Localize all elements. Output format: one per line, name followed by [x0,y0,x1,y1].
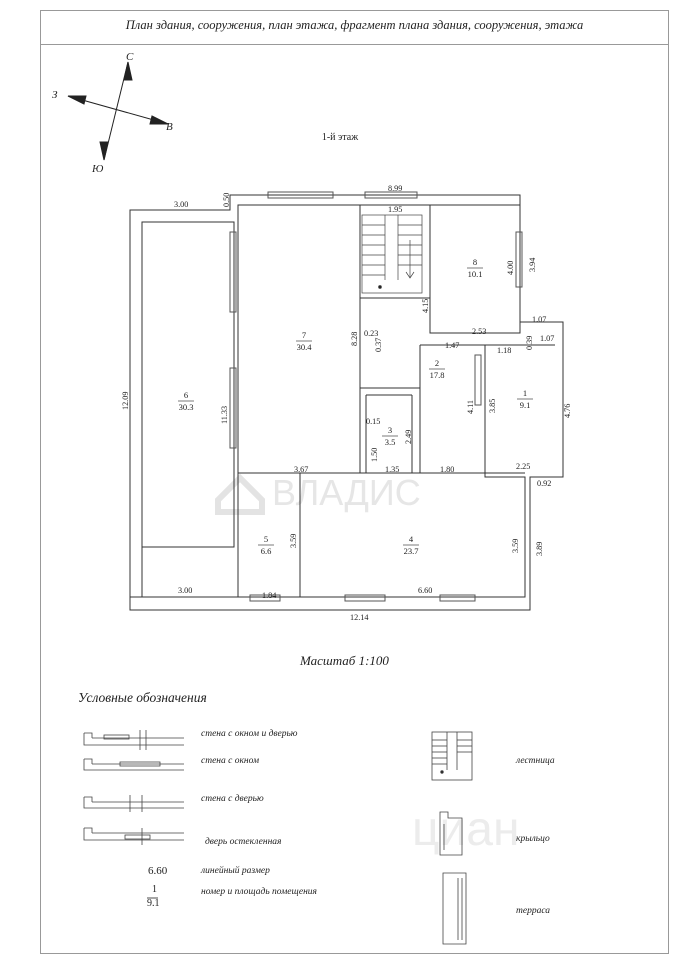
dimension-label: 0.15 [366,417,380,426]
room-8: 810.1 [467,257,483,279]
svg-text:7: 7 [302,330,306,340]
legend-label-terrace: терраса [516,906,551,916]
scale-label: Масштаб 1:100 [300,653,389,668]
legend-label-window: стена с окном [201,756,260,766]
dimension-label: 1.18 [497,346,511,355]
stairs-icon [361,214,423,294]
plan-walls [129,191,564,611]
room-3: 33.5 [382,425,398,447]
dimension-label: 4.15 [421,299,430,313]
svg-text:30.3: 30.3 [179,402,194,412]
dimension-label: 0.37 [374,338,383,352]
svg-text:17.8: 17.8 [430,370,445,380]
dimension-label: 1.47 [445,341,459,350]
compass-east: В [166,121,173,133]
dimension-label: 3.59 [289,534,298,548]
legend-stairs-icon [431,731,473,781]
compass-south: Ю [91,163,104,175]
legend-label-window-door: стена с окном и дверью [201,729,298,739]
room-5: 56.6 [258,534,274,556]
room-labels: 630.3 730.4 810.1 217.8 19.1 33.5 423.7 … [178,257,533,556]
dimension-label: 0.50 [222,193,231,207]
dimension-label: 3.89 [535,542,544,556]
legend-terrace-icon [442,872,467,945]
dimension-label: 1.80 [440,465,454,474]
dimension-label: 11.33 [220,406,229,424]
svg-text:30.4: 30.4 [297,342,313,352]
svg-text:10.1: 10.1 [468,269,483,279]
dimension-label: 3.00 [178,586,192,595]
dimension-labels: 8.99 1.95 3.00 0.50 3.94 4.00 1.07 1.07 … [121,184,572,622]
dimension-label: 1.35 [385,465,399,474]
compass-icon: С З В Ю [52,51,173,175]
dimension-label: 6.60 [418,586,432,595]
legend-window-symbol [83,758,184,771]
dimension-label: 1.84 [262,591,276,600]
dimension-label: 4.11 [466,400,475,414]
legend-window-door-symbol [83,730,184,750]
svg-text:2: 2 [435,358,439,368]
dimension-label: 2.25 [516,462,530,471]
room-4: 423.7 [403,534,419,556]
dimension-label: 3.85 [488,399,497,413]
dimension-label: 2.49 [404,430,413,444]
dimension-label: 1.07 [540,334,554,343]
compass-west: З [52,89,58,101]
dimension-label: 8.28 [350,332,359,346]
dimension-label: 12.09 [121,392,130,410]
legend-label-stairs: лестница [516,756,555,766]
dimension-label: 3.00 [174,200,188,209]
room-1: 19.1 [517,388,533,410]
room-2: 217.8 [429,358,445,380]
svg-text:9.1: 9.1 [520,400,531,410]
svg-text:4: 4 [409,534,414,544]
page-frame [40,10,669,954]
legend-glazed-door-symbol [83,827,184,845]
legend-symbols [83,730,473,945]
svg-text:6: 6 [184,390,188,400]
dimension-label: 3.67 [294,465,308,474]
dimension-label: 0.23 [364,329,378,338]
legend-label-door: стена с дверью [201,794,264,804]
dimension-label: 1.07 [532,315,546,324]
legend-label-porch: крыльцо [516,834,550,844]
dimension-label: 1.95 [388,205,402,214]
legend-label-glazed-door: дверь остекленная [205,837,282,847]
dimension-label: 4.00 [506,261,515,275]
room-6: 630.3 [178,390,194,412]
dimension-label: 2.53 [472,327,486,336]
svg-text:5: 5 [264,534,268,544]
dimension-label: 4.76 [563,404,572,418]
legend-door-symbol [83,795,184,812]
legend-porch-icon [439,811,463,856]
dimension-label: 0.39 [525,336,534,350]
legend-sample-dimension: 6.60 [148,865,168,877]
svg-text:6.6: 6.6 [261,546,272,556]
svg-text:1: 1 [523,388,527,398]
watermark-logo: ВЛАДИС циан [215,472,520,856]
header-divider [40,44,669,45]
dimension-label: 1.50 [370,448,379,462]
room-7: 730.4 [296,330,312,352]
svg-text:23.7: 23.7 [404,546,419,556]
svg-text:8: 8 [473,257,477,267]
svg-text:3.5: 3.5 [385,437,396,447]
dimension-label: 12.14 [350,613,368,622]
compass-north: С [126,51,134,63]
dimension-label: 8.99 [388,184,402,193]
legend-label-room-number-area: номер и площадь помещения [201,887,317,897]
svg-text:3: 3 [388,425,392,435]
watermark-text-cian: циан [412,803,520,856]
legend-sample-room-number: 1 [152,884,157,895]
legend-label-linear-size: линейный размер [201,866,270,876]
floor-label: 1-й этаж [321,132,359,143]
page-title: План здания, сооружения, план этажа, фра… [125,18,584,32]
legend-sample-room-area: 9.1 [147,898,160,909]
dimension-label: 3.94 [528,258,537,272]
legend-title: Условные обозначения [78,690,207,705]
dimension-label: 3.59 [511,539,520,553]
dimension-label: 0.92 [537,479,551,488]
watermark-text: ВЛАДИС [272,472,421,513]
